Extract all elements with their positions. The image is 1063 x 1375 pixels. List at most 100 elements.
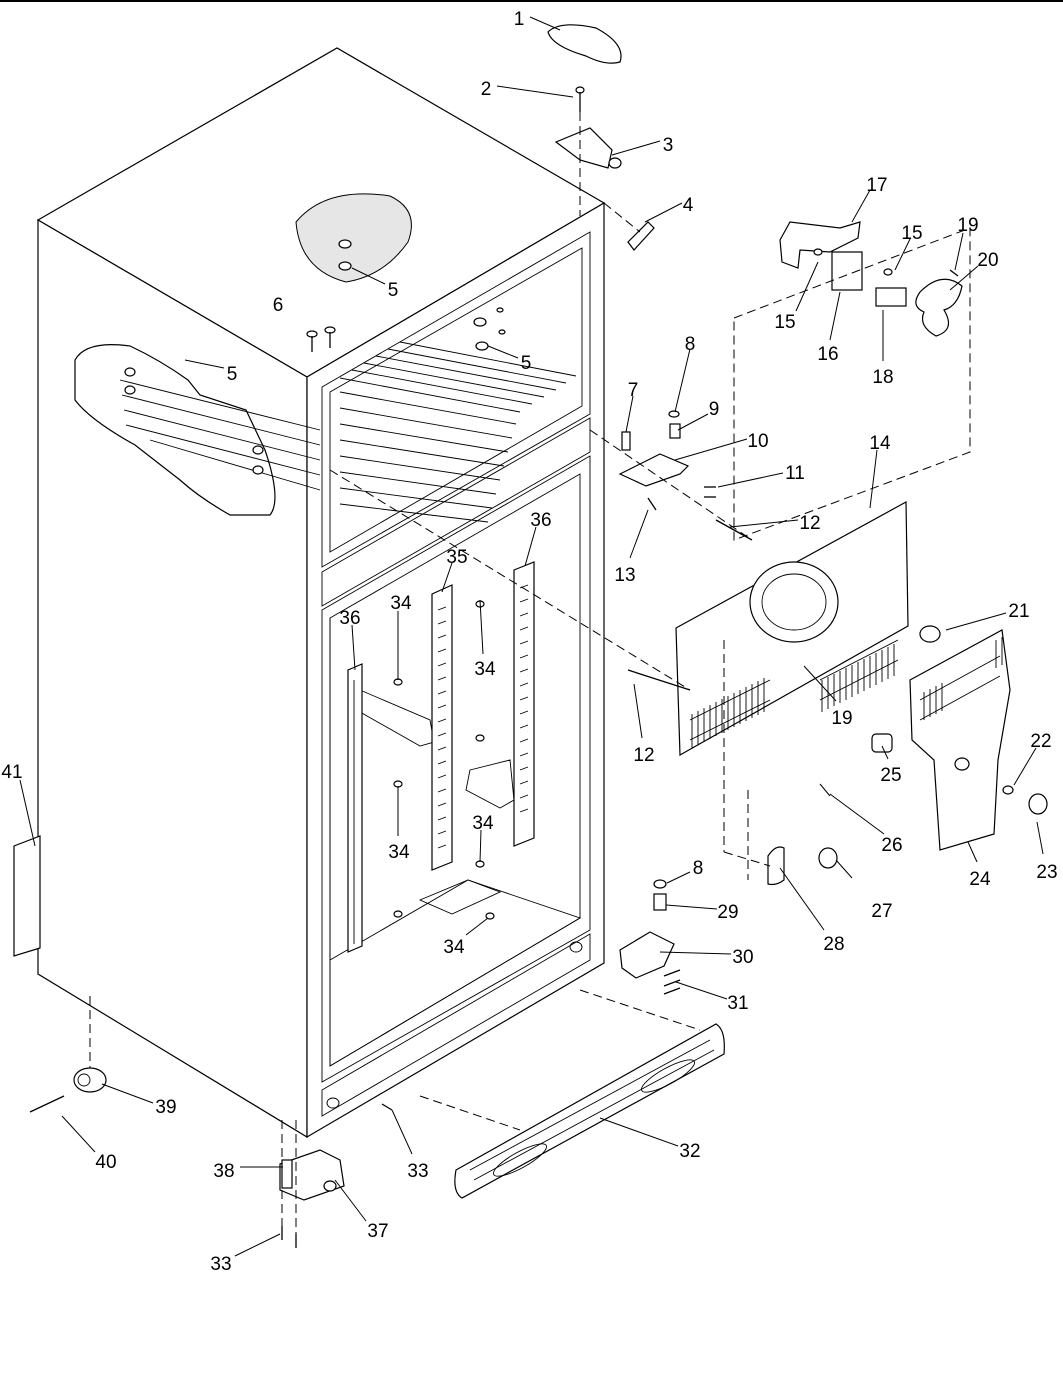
callout-c30: 30 (732, 947, 753, 968)
callout-c32: 32 (679, 1141, 700, 1162)
leader-line-c2 (496, 85, 574, 98)
leader-line-c41 (19, 779, 36, 847)
callout-c28: 28 (823, 934, 844, 955)
leader-line-c13 (629, 509, 649, 559)
callout-c14: 14 (869, 433, 891, 454)
leader-line-c27 (835, 859, 853, 879)
callout-c37: 37 (367, 1221, 388, 1242)
leader-line-c14 (869, 449, 878, 509)
leader-line-c10 (674, 438, 748, 461)
callout-c34d: 34 (388, 842, 410, 863)
callout-c25: 25 (880, 765, 901, 786)
cabinet-base-front (321, 933, 591, 1117)
leader-line-c19a (954, 232, 964, 271)
lower-hinge-bracket (279, 1103, 393, 1248)
leader-line-c21 (945, 612, 1007, 631)
callout-c10: 10 (747, 431, 768, 452)
callout-c20: 20 (977, 250, 998, 271)
freezer-inner-liner (329, 247, 583, 553)
leader-line-c36a (524, 526, 537, 567)
leader-line-c15b (894, 238, 911, 271)
callout-c33a: 33 (407, 1161, 428, 1182)
shelf-ledge-right (465, 759, 515, 809)
leader-line-c8a (674, 348, 691, 413)
mullion (321, 417, 591, 607)
leader-line-c32 (599, 1117, 679, 1147)
leader-line-c31 (675, 981, 728, 1000)
leader-line-c26 (829, 793, 885, 835)
leader-line-c12a (729, 519, 799, 528)
callout-c11: 11 (785, 463, 805, 484)
leader-line-c8b (666, 871, 691, 884)
leader-line-c30 (659, 951, 732, 955)
callout-c41: 41 (1, 762, 22, 783)
top-hinge-cover (547, 24, 622, 64)
insulation-pad-top (295, 193, 412, 283)
damper-21 (919, 625, 941, 643)
leader-line-c33a (391, 1109, 413, 1155)
air-duct-cover (909, 625, 1011, 851)
callout-c4: 4 (683, 195, 694, 216)
leader-line-c11 (717, 472, 784, 488)
callout-c15a: 15 (774, 312, 795, 333)
callout-c19a: 19 (957, 215, 978, 236)
crisper-floor (329, 879, 582, 1067)
washer-22 (1002, 785, 1014, 795)
toe-grille (419, 989, 725, 1199)
leader-line-c40 (61, 1115, 96, 1153)
leader-line-c35 (441, 562, 453, 593)
callout-c24: 24 (969, 869, 991, 890)
leader-line-c16 (829, 291, 841, 341)
callout-c23: 23 (1036, 862, 1057, 883)
callout-c34e: 34 (443, 937, 465, 958)
leader-line-c5b (487, 345, 519, 359)
callout-c17: 17 (866, 175, 887, 196)
callout-c9: 9 (709, 399, 720, 420)
callout-c27: 27 (871, 901, 892, 922)
callout-c33b: 33 (210, 1254, 231, 1275)
callout-c15b: 15 (901, 223, 922, 244)
callout-c29: 29 (717, 902, 738, 923)
callout-c38: 38 (213, 1161, 234, 1182)
leader-line-c9 (677, 413, 709, 431)
callout-c36a: 36 (530, 510, 551, 531)
callout-c31: 31 (727, 993, 748, 1014)
callout-c13: 13 (614, 565, 635, 586)
leader-line-c1 (529, 16, 561, 31)
hinge-bushing (627, 221, 655, 251)
leader-line-c5c (184, 359, 225, 369)
callout-c34b: 34 (474, 659, 496, 680)
callout-c35: 35 (446, 547, 467, 568)
callout-c5c: 5 (227, 364, 238, 385)
leader-line-c39 (101, 1083, 154, 1104)
callout-c18: 18 (872, 367, 893, 388)
freezer-opening (321, 231, 591, 568)
callout-c34c: 34 (472, 813, 494, 834)
knob-23 (1028, 793, 1048, 815)
fresh-food-opening (321, 455, 591, 1083)
hinge-screw (575, 86, 585, 112)
leader-line-c34c (479, 829, 482, 863)
thermostat-25 (871, 733, 893, 753)
callout-c8b: 8 (693, 858, 704, 879)
top-hinge (554, 127, 613, 169)
leader-line-c25 (881, 745, 889, 760)
callout-c34a: 34 (390, 593, 412, 614)
callout-c1: 1 (514, 9, 525, 30)
leader-line-c23 (1036, 821, 1044, 855)
center-hinge-assembly (589, 410, 753, 541)
leader-line-c20 (949, 265, 979, 291)
evaporator-cover (675, 500, 909, 757)
callout-c7: 7 (628, 380, 639, 401)
callout-c5a: 5 (388, 280, 399, 301)
callout-c22: 22 (1030, 731, 1051, 752)
callout-c19b: 19 (831, 708, 852, 729)
callout-c12a: 12 (799, 513, 820, 534)
callout-c16: 16 (817, 344, 838, 365)
light-bulb-27 (818, 847, 838, 869)
leader-line-c4 (644, 202, 683, 223)
callout-c3: 3 (663, 135, 674, 156)
crisper-pocket (418, 879, 502, 915)
callout-c36b: 36 (339, 608, 360, 629)
freezer-evaporator-fins (339, 341, 577, 523)
